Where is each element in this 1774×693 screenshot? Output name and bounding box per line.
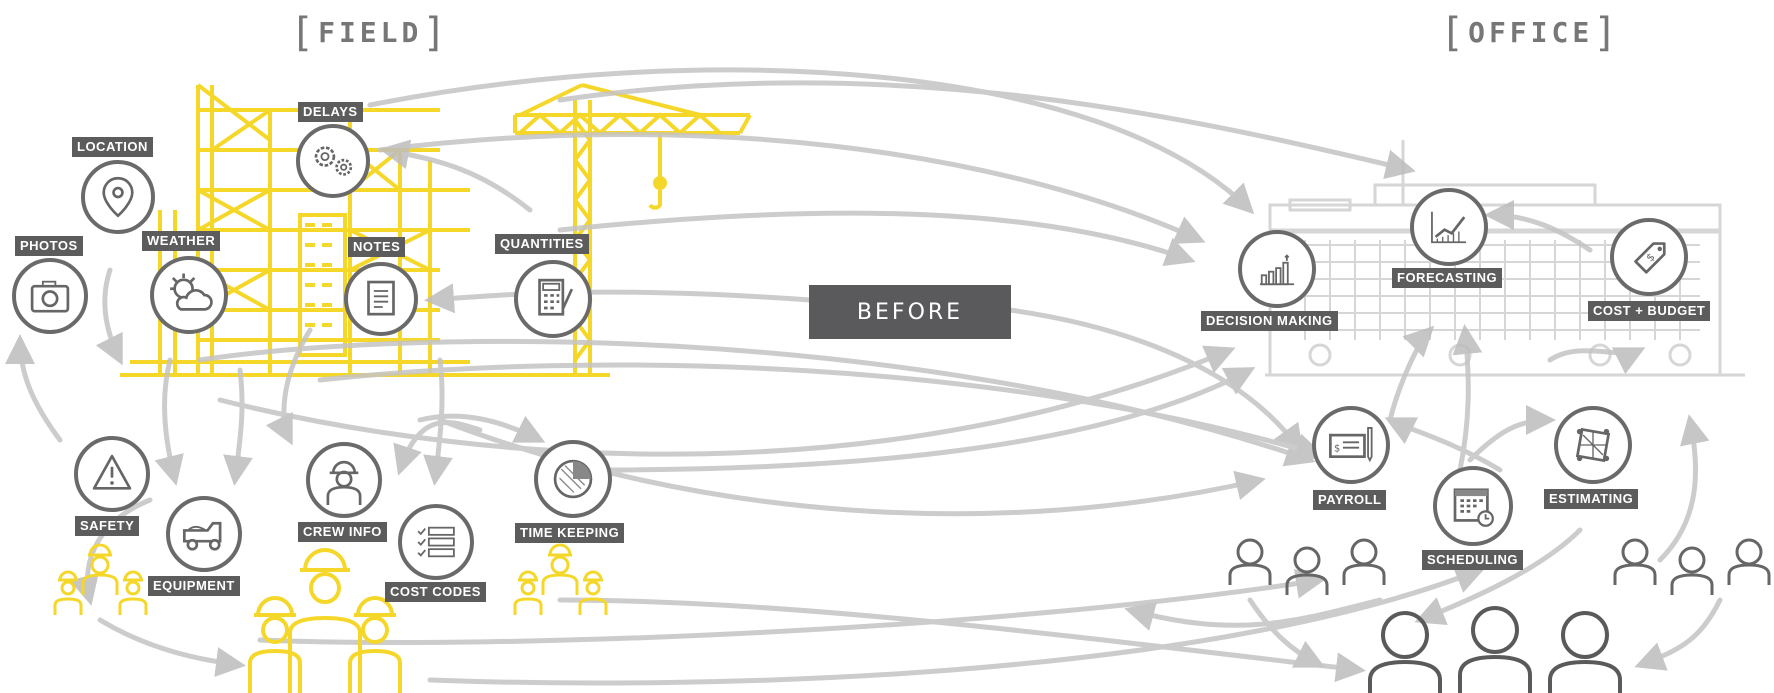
label-decision-making: DECISION MAKING [1201,311,1338,331]
label-delays: DELAYS [298,102,363,122]
label-scheduling: SCHEDULING [1422,550,1523,570]
office-title-text: OFFICE [1468,16,1594,49]
field-title: [FIELD] [290,10,451,56]
office-title: [OFFICE] [1440,10,1622,56]
label-notes: NOTES [348,237,406,257]
calculator-icon [514,260,592,338]
label-weather: WEATHER [142,231,221,251]
notepad-icon [344,262,418,336]
field-structure [120,83,752,377]
label-equipment: EQUIPMENT [148,576,240,596]
label-location: LOCATION [72,137,153,157]
checklist-icon [398,504,474,580]
weather-icon [150,256,228,334]
worker-icon [306,442,382,518]
label-quantities: QUANTITIES [495,234,589,254]
label-cost-budget: COST + BUDGET [1588,301,1711,321]
office-people [1228,538,1771,693]
field-workers [53,543,608,693]
field-title-text: FIELD [318,16,423,49]
bar-chart-icon [1238,230,1316,308]
gears-icon [296,124,370,198]
clock-chart-icon [534,440,612,518]
svg-text:$: $ [1334,443,1340,454]
line-chart-icon [1410,188,1488,266]
label-cost-codes: COST CODES [385,582,486,602]
paycheck-icon: $ [1312,406,1390,484]
price-tag-icon: $ [1610,218,1688,296]
connection-arrows [5,67,1723,686]
blueprint-cube-icon [1554,406,1632,484]
label-safety: SAFETY [75,516,140,536]
location-icon [81,160,155,234]
camera-icon [12,258,88,334]
label-forecasting: FORECASTING [1392,268,1503,288]
before-label: BEFORE [809,285,1011,339]
calendar-icon [1433,466,1513,546]
label-crew-info: CREW INFO [298,522,387,542]
dump-truck-icon [166,496,242,572]
label-payroll: PAYROLL [1313,490,1387,510]
label-estimating: ESTIMATING [1544,489,1639,509]
warning-icon [74,436,150,512]
label-photos: PHOTOS [15,236,83,256]
label-time-keeping: TIME KEEPING [515,523,625,543]
